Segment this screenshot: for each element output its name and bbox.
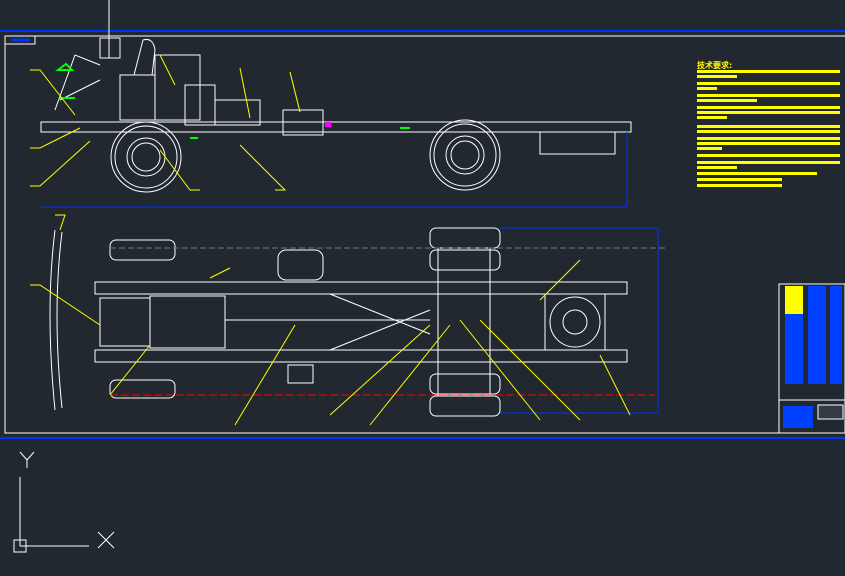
- top-view-chassis: [49, 227, 665, 417]
- drawing-frame: [4, 35, 845, 434]
- notes-title: 技术要求:: [697, 61, 733, 70]
- side-view-highlights: [55, 62, 410, 139]
- technical-notes: [697, 70, 840, 187]
- title-block: [778, 283, 845, 434]
- marker: [325, 122, 331, 127]
- leader-lines: [30, 54, 631, 426]
- ucs-icon: [13, 451, 115, 553]
- side-view-chassis: [40, 37, 632, 208]
